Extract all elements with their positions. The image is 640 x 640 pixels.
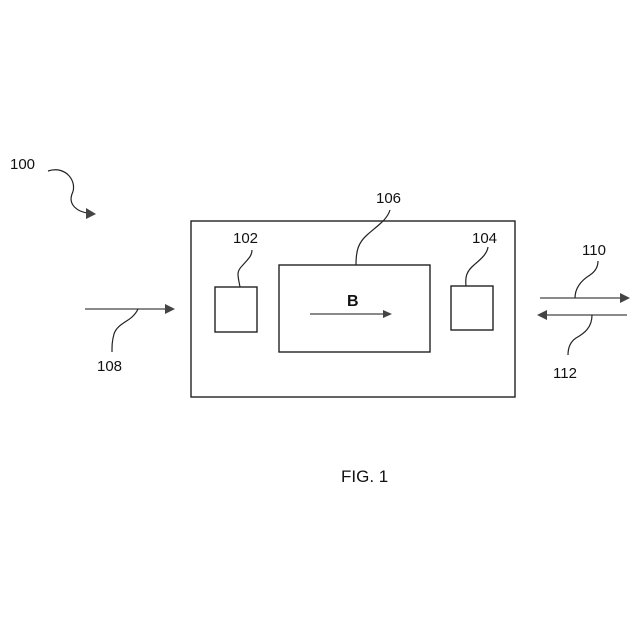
input-arrowhead-icon [165,304,175,314]
ref-label-112: 112 [553,365,577,382]
ref-label-106: 106 [376,190,401,207]
ref-100-lead-line [48,170,88,213]
ref-110-lead-line [575,261,598,298]
field-arrowhead-icon [383,310,392,318]
ref-label-110: 110 [582,242,606,259]
right-component-box [451,286,493,330]
ref-104-lead-line [466,247,488,286]
ref-106-lead-line [356,210,390,265]
return-arrowhead-icon [537,310,547,320]
field-label-b: B [347,293,359,310]
ref-label-108: 108 [97,358,122,375]
figure-caption: FIG. 1 [341,467,388,486]
ref-label-100: 100 [10,156,35,173]
ref-102-lead-line [238,250,252,287]
left-component-box [215,287,257,332]
ref-100-arrowhead-icon [86,208,96,219]
ref-label-102: 102 [233,230,258,247]
ref-108-lead-line [112,309,138,352]
ref-112-lead-line [568,315,592,355]
ref-label-104: 104 [472,230,497,247]
output-arrowhead-icon [620,293,630,303]
